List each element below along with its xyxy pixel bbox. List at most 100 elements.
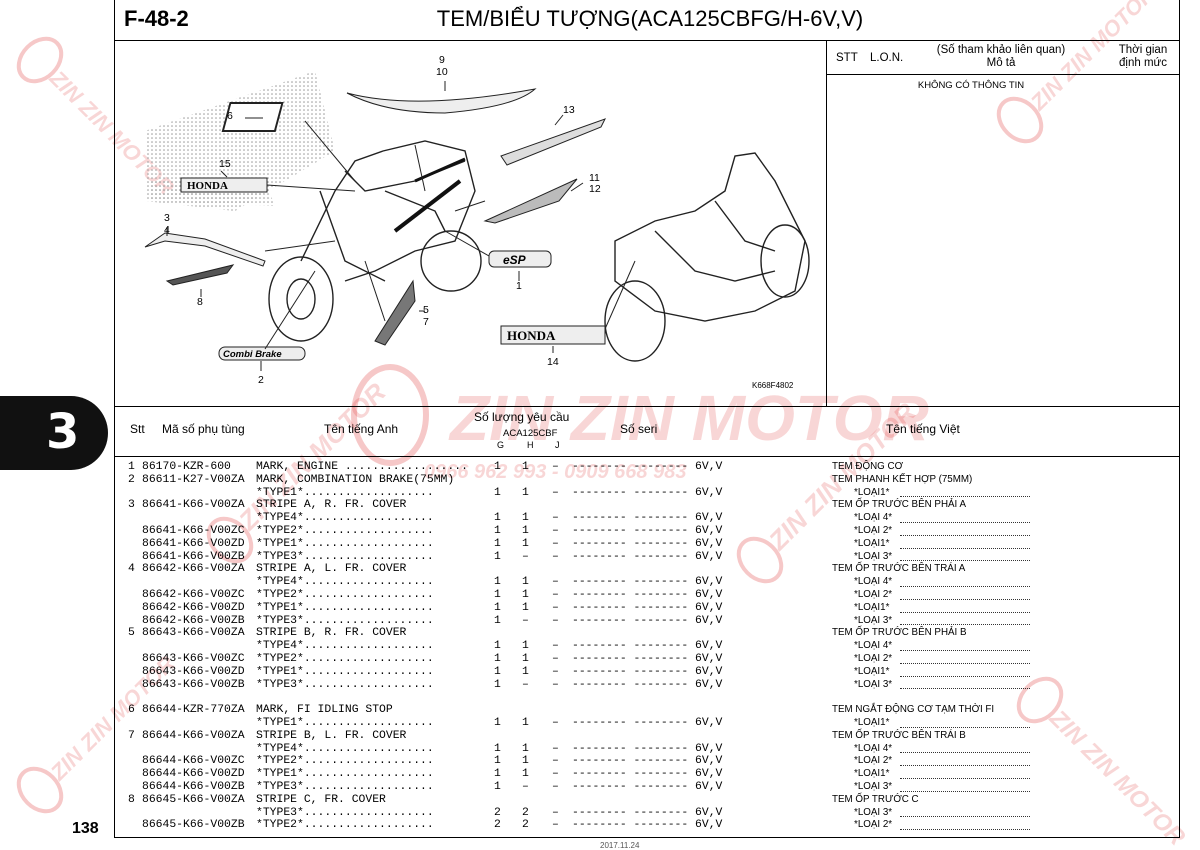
row-description: MARK, FI IDLING STOP [256, 704, 393, 717]
header-divider [114, 40, 1180, 41]
row-qty-h: 1 [522, 512, 529, 525]
row-qty-h: 1 [522, 461, 529, 473]
diagram-info-divider [826, 40, 827, 406]
row-serial: -------- -------- 6V,V [572, 601, 723, 614]
row-description: *TYPE1*................... [256, 486, 434, 499]
table-row: 86642-K66-V00ZC*TYPE2*..................… [128, 589, 748, 602]
row-serial: -------- -------- 6V,V [572, 665, 723, 678]
row-qty-h: 1 [522, 716, 529, 729]
row-qty-j: – [552, 742, 559, 755]
esp-text: eSP [503, 253, 527, 267]
vn-type-item: *LOẠI 3* [832, 781, 1042, 794]
svg-text:0966 962 993 - 0909 668 983: 0966 962 993 - 0909 668 983 [424, 461, 686, 483]
callout-9: 9 [439, 54, 445, 66]
vn-part-name [832, 691, 1042, 704]
row-stt: 7 [128, 729, 135, 742]
row-qty-h: 1 [522, 652, 529, 665]
row-qty-h: 1 [522, 742, 529, 755]
section-tab [0, 396, 108, 470]
row-qty-h: 1 [522, 640, 529, 653]
row-qty-j: – [552, 537, 559, 550]
row-stt: 6 [128, 704, 135, 717]
row-part-no: 86644-K66-V00ZC [142, 755, 245, 768]
row-qty-g: 1 [494, 768, 501, 781]
vn-part-name: TEM ỐP TRƯỚC BÊN PHẢI B [832, 627, 967, 639]
row-qty-j: – [552, 588, 559, 601]
row-qty-h: – [522, 550, 529, 563]
row-qty-j: – [552, 780, 559, 793]
row-qty-h: 1 [522, 486, 529, 499]
row-qty-h: 1 [522, 665, 529, 678]
row-description: *TYPE1*................... [256, 768, 434, 781]
vn-type-item: *LOẠI 4* [832, 743, 1042, 756]
row-stt: 5 [128, 627, 135, 640]
callout-1: 1 [516, 280, 522, 292]
footer-date: 2017.11.24 [600, 841, 640, 850]
row-qty-j: – [552, 576, 559, 589]
row-part-no: 86644-K66-V00ZB [142, 780, 245, 793]
table-row: 86642-K66-V00ZD*TYPE1*..................… [128, 602, 748, 615]
row-qty-h: 1 [522, 588, 529, 601]
table-row: 86645-K66-V00ZB*TYPE2*..................… [128, 819, 748, 832]
row-description: *TYPE2*................... [256, 524, 434, 537]
info-time-label: Thời gian định mức [1118, 44, 1168, 69]
callout-12: 12 [589, 183, 601, 195]
table-row: 86641-K66-V00ZC*TYPE2*..................… [128, 525, 748, 538]
vn-type-item: *LOẠI 2* [832, 819, 1042, 832]
vn-part-name: TEM NGẮT ĐỘNG CƠ TẠM THỜI FI [832, 704, 995, 716]
callout-4: 4 [164, 224, 170, 236]
row-qty-j: – [552, 768, 559, 781]
row-qty-h: – [522, 614, 529, 627]
section-tab-number: 3 [46, 404, 80, 460]
row-part-no: 86644-KZR-770ZA [142, 704, 245, 717]
row-qty-j: – [552, 665, 559, 678]
row-part-no: 86643-K66-V00ZB [142, 678, 245, 691]
vn-part-name: TEM ỐP TRƯỚC BÊN TRÁI A [832, 563, 966, 575]
row-qty-h: 1 [522, 755, 529, 768]
vn-type-item: *LOẠI 2* [832, 589, 1042, 602]
vn-part-name: TEM ỐP TRƯỚC C [832, 793, 919, 805]
row-part-no: 86643-K66-V00ZC [142, 652, 245, 665]
row-serial: -------- -------- 6V,V [572, 755, 723, 768]
row-part-no: 86641-K66-V00ZD [142, 537, 245, 550]
row-qty-g: 1 [494, 780, 501, 793]
idling-stop-mark-part [221, 102, 284, 132]
callout-7: 7 [423, 316, 429, 328]
svg-text:ZIN ZIN MOTOR: ZIN ZIN MOTOR [448, 382, 929, 454]
vn-type-item: *LOẠI 4* [832, 640, 1042, 653]
row-qty-j: – [552, 601, 559, 614]
row-description: *TYPE4*................... [256, 640, 434, 653]
table-row: 86644-K66-V00ZB*TYPE3*..................… [128, 781, 748, 794]
row-serial: -------- -------- 6V,V [572, 461, 723, 473]
watermark-logo-center: ZIN ZIN MOTOR 0966 962 993 - 0909 668 98… [351, 364, 929, 483]
row-qty-g: 1 [494, 576, 501, 589]
vn-type-item: *LOẠI 3* [832, 679, 1042, 692]
row-qty-g: 1 [494, 537, 501, 550]
row-part-no: 86645-K66-V00ZB [142, 819, 245, 832]
row-description: STRIPE B, R. FR. COVER [256, 627, 407, 640]
callout-numbers: 9 10 13 6 15 11 12 3 4 8 1 5 7 2 14 [164, 54, 601, 386]
row-part-no: 86642-K66-V00ZD [142, 601, 245, 614]
row-description: *TYPE1*................... [256, 665, 434, 678]
vn-type-item: *LOẠI1* [832, 538, 1042, 551]
row-qty-g: 1 [494, 486, 501, 499]
row-qty-h: – [522, 678, 529, 691]
page-title: TEM/BIỂU TƯỢNG(ACA125CBFG/H-6V,V) [436, 6, 864, 31]
row-qty-g: 1 [494, 524, 501, 537]
row-part-no: 86641-K66-V00ZB [142, 550, 245, 563]
vn-type-item: *LOẠI 4* [832, 576, 1042, 589]
row-qty-g: 1 [494, 550, 501, 563]
row-qty-g: 1 [494, 461, 501, 473]
callout-2: 2 [258, 374, 264, 386]
info-lon-label: L.O.N. [870, 52, 904, 64]
callout-10: 10 [436, 66, 448, 78]
table-row: 86641-K66-V00ZD*TYPE1*..................… [128, 538, 748, 551]
row-stt: 2 [128, 473, 135, 486]
vn-part-name: TEM ỐP TRƯỚC BÊN PHẢI A [832, 499, 966, 511]
